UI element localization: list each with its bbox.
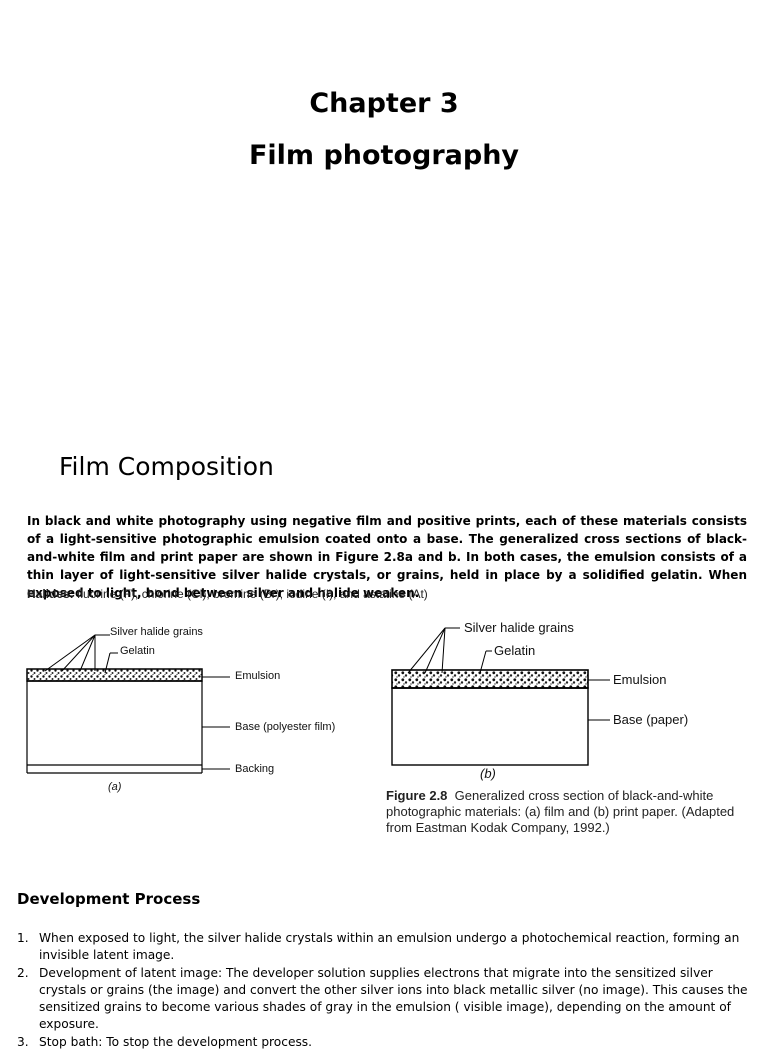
fig-b-emulsion-label: Emulsion	[613, 672, 667, 687]
list-item-text: Development of latent image: The develop…	[39, 966, 748, 1031]
fig-b-base-label: Base (paper)	[613, 712, 689, 727]
figure-b-diagram	[391, 627, 610, 766]
chapter-number: Chapter 3	[309, 88, 459, 119]
fig-b-gelatin-label: Gelatin	[494, 643, 536, 658]
list-item: 2. Development of latent image: The deve…	[17, 965, 752, 1033]
development-title: Development Process	[17, 890, 201, 908]
list-item-number: 3.	[17, 1035, 29, 1049]
fig-a-panel-label: (a)	[108, 781, 122, 793]
list-item-number: 1.	[17, 931, 29, 945]
paper-base-layer	[391, 687, 589, 766]
list-item-text: Stop bath: To stop the development proce…	[39, 1035, 313, 1049]
fig-a-silver-halide-label: Silver halide grains	[110, 626, 203, 638]
halides-label: Halides:	[27, 587, 74, 601]
development-steps-list: 1. When exposed to light, the silver hal…	[17, 930, 752, 1052]
list-item-text: When exposed to light, the silver halide…	[39, 931, 740, 962]
section-title: Film Composition	[59, 452, 274, 481]
fig-a-gelatin-label: Gelatin	[120, 645, 155, 657]
list-item-number: 2.	[17, 966, 29, 980]
fig-a-backing-label: Backing	[235, 763, 275, 775]
halides-line: Halides: fluorine (F), chlorine (Cl), br…	[27, 587, 747, 601]
emulsion-layer	[26, 668, 203, 682]
emulsion-layer	[391, 669, 589, 689]
fig-a-emulsion-label: Emulsion	[235, 670, 281, 682]
list-item: 1. When exposed to light, the silver hal…	[17, 930, 752, 964]
figure-caption-number: Figure 2.8	[386, 788, 448, 803]
figure-caption: Figure 2.8 Generalized cross section of …	[386, 788, 742, 836]
intro-paragraph: In black and white photography using neg…	[27, 514, 747, 600]
figure-caption-text: Generalized cross section of black-and-w…	[386, 788, 735, 835]
halides-text: fluorine (F), chlorine (Cl), bromine (Br…	[73, 587, 428, 601]
chapter-title: Film photography	[248, 140, 520, 171]
figure-a-diagram	[26, 634, 230, 774]
fig-b-panel-label: (b)	[480, 766, 496, 781]
list-item: 3. Stop bath: To stop the development pr…	[17, 1034, 752, 1051]
fig-b-silver-halide-label: Silver halide grains	[464, 620, 574, 635]
fig-a-base-label: Base (polyester film)	[235, 721, 336, 733]
